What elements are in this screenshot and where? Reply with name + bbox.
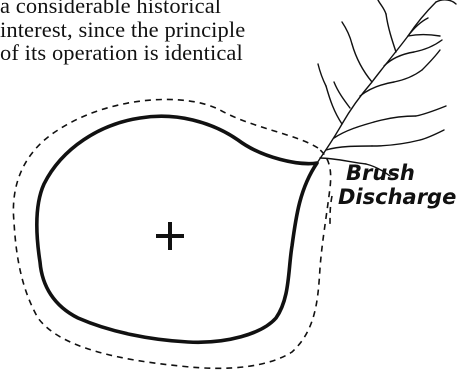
label-discharge: Discharge [338, 186, 456, 208]
field-boundary-right-segment [330, 196, 332, 224]
plus-sign-icon [156, 222, 184, 250]
conductor-outline [37, 116, 317, 342]
field-boundary-dashed [13, 99, 330, 368]
label-brush: Brush [346, 162, 415, 184]
brush-discharge-branches [317, 0, 456, 176]
